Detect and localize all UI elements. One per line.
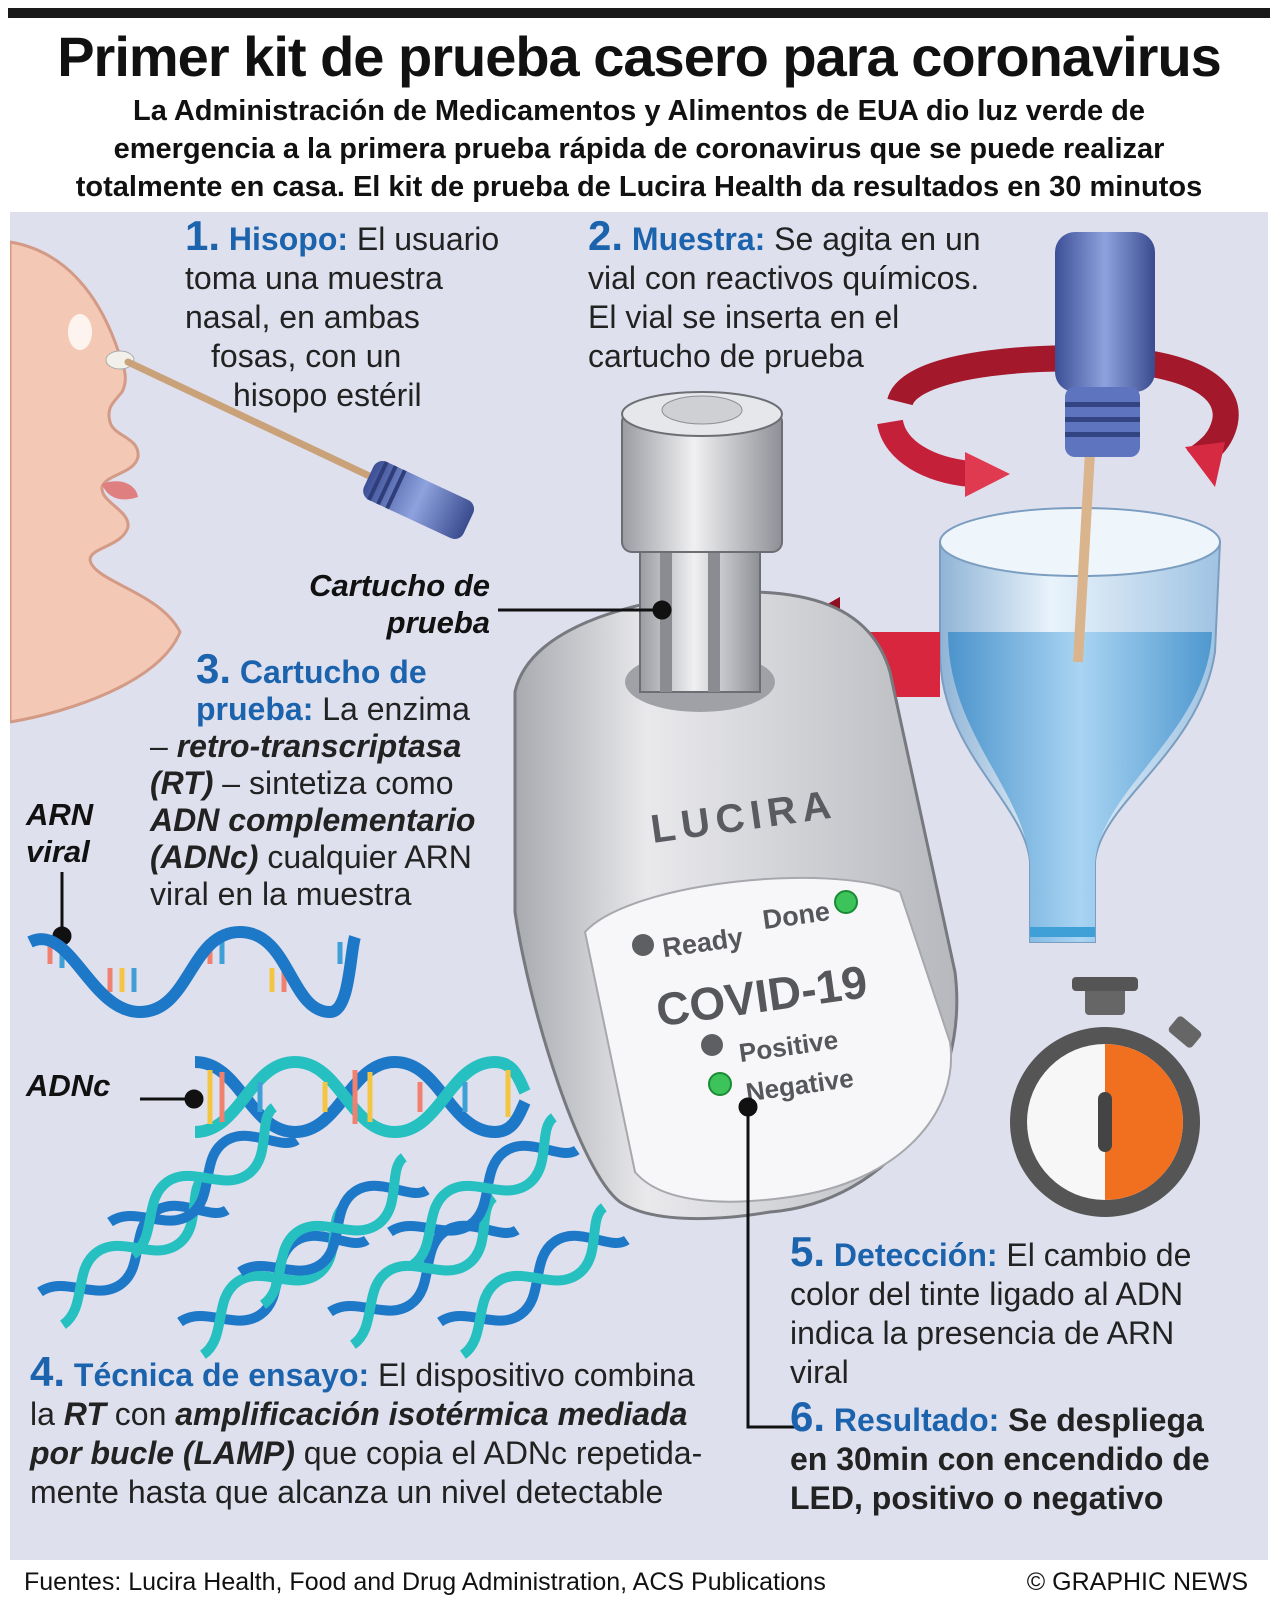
- subtitle-line-2: emergencia a la primera prueba rápida de…: [113, 133, 1165, 165]
- step-3-heading-1: Cartucho de: [239, 654, 427, 690]
- cdna-double-helix: [194, 1055, 531, 1139]
- step-3-text-6: ADN complementario: [150, 802, 476, 838]
- step-3-text-9: viral en la muestra: [150, 876, 412, 912]
- step-5-line-4: viral: [790, 1354, 849, 1390]
- step-4-text-7: que copia el ADNc repetida-: [294, 1435, 703, 1471]
- step-3-text-8: cualquier ARN: [258, 839, 472, 875]
- rotation-arrow-icon: [877, 345, 1239, 497]
- sources-footer: Fuentes: Lucira Health, Food and Drug Ad…: [24, 1568, 826, 1596]
- step-4-assay: 4. Técnica de ensayo: El dispositivo com…: [30, 1351, 703, 1512]
- negative-led: [708, 1072, 732, 1096]
- positive-led: [701, 1034, 723, 1056]
- step-5-line-1: El cambio de: [1006, 1237, 1192, 1273]
- step-3-text-3: retro-transcriptasa: [176, 728, 462, 764]
- ready-led: [632, 934, 654, 956]
- leader-lines: [52, 600, 800, 1429]
- nasal-swab: [105, 350, 475, 539]
- top-rule: [8, 8, 1270, 18]
- lucira-device: LUCIRA Ready Done COVID-19 Positive Nega…: [513, 391, 959, 1221]
- step-4-text-1: El dispositivo combina: [378, 1357, 695, 1393]
- step-4-text-5: amplificación isotérmica mediada: [175, 1396, 688, 1432]
- infographic-panel: LUCIRA Ready Done COVID-19 Positive Nega…: [10, 212, 1268, 1560]
- cartridge-label-line-2: prueba: [386, 605, 490, 640]
- page-title: Primer kit de prueba casero para coronav…: [57, 25, 1222, 88]
- arn-label-line-1: ARN: [26, 797, 94, 832]
- arn-viral-label: ARN viral: [26, 796, 93, 870]
- step-1-heading: Hisopo:: [228, 221, 349, 257]
- step-2-heading: Muestra:: [631, 221, 766, 257]
- step-6-line-3: LED, positivo o negativo: [790, 1480, 1164, 1516]
- graphic-news-credit: © GRAPHIC NEWS: [1026, 1568, 1248, 1596]
- step-4-text-4: con: [105, 1396, 176, 1432]
- step-3-text-1: La enzima: [322, 691, 470, 727]
- step-2-line-3: El vial se inserta en el: [588, 299, 900, 335]
- step-4-text-6: por bucle (LAMP): [30, 1435, 295, 1471]
- illustration: LUCIRA Ready Done COVID-19 Positive Nega…: [10, 232, 1239, 1429]
- step-1-line-5: hisopo estéril: [233, 377, 422, 413]
- step-2-sample: 2. Muestra: Se agita en un vial con reac…: [588, 215, 981, 376]
- step-3-heading-2: prueba:: [196, 691, 314, 727]
- step-3-text-2: –: [150, 728, 177, 764]
- step-5-line-2: color del tinte ligado al ADN: [790, 1276, 1184, 1312]
- face-profile: [10, 240, 182, 724]
- step-4-heading: Técnica de ensayo:: [73, 1357, 370, 1393]
- step-4-text-3: RT: [63, 1396, 106, 1432]
- step-5-heading: Detección:: [833, 1237, 998, 1273]
- subtitle: La Administración de Medicamentos y Alim…: [10, 92, 1268, 206]
- step-6-line-1: Se despliega: [1008, 1402, 1204, 1438]
- step-1-line-3: nasal, en ambas: [185, 299, 420, 335]
- step-1-line-2: toma una muestra: [185, 260, 443, 296]
- arn-label-line-2: viral: [26, 834, 90, 869]
- step-2-number: 2.: [588, 212, 624, 259]
- step-1-line-1: El usuario: [356, 221, 500, 257]
- step-3-text-5: – sintetiza como: [213, 765, 454, 801]
- step-5-detection: 5. Detección: El cambio de color del tin…: [790, 1231, 1192, 1392]
- subtitle-line-3: totalmente en casa. El kit de prueba de …: [75, 171, 1203, 203]
- cartridge-label-line-1: Cartucho de: [309, 568, 490, 603]
- step-3-text-7: (ADNc): [150, 839, 259, 875]
- step-3-cartridge: 3. Cartucho de prueba: La enzima – retro…: [150, 648, 476, 913]
- step-5-number: 5.: [790, 1228, 826, 1275]
- subtitle-line-1: La Administración de Medicamentos y Alim…: [133, 95, 1145, 127]
- step-1-number: 1.: [185, 212, 221, 259]
- step-5-line-3: indica la presencia de ARN: [790, 1315, 1175, 1351]
- step-1-line-4: fosas, con un: [211, 338, 402, 374]
- adnc-label: ADNc: [26, 1068, 111, 1103]
- step-6-heading: Resultado:: [833, 1402, 1000, 1438]
- step-3-number: 3.: [196, 645, 232, 692]
- cartridge-label: Cartucho de prueba: [260, 567, 490, 641]
- sample-vial: [939, 232, 1222, 943]
- viral-rna-strand: [27, 925, 361, 1019]
- stopwatch-icon: [1010, 977, 1202, 1217]
- step-2-line-1: Se agita en un: [774, 221, 981, 257]
- step-4-text-2: la: [30, 1396, 64, 1432]
- amplified-dna-copies: [37, 1103, 630, 1359]
- step-3-text-4: (RT): [150, 765, 214, 801]
- step-2-line-4: cartucho de prueba: [588, 338, 864, 374]
- step-6-result: 6. Resultado: Se despliega en 30min con …: [790, 1396, 1210, 1518]
- step-6-line-2: en 30min con encendido de: [790, 1441, 1210, 1477]
- step-1-swab: 1. Hisopo: El usuario toma una muestra n…: [185, 215, 500, 415]
- step-4-text-8: mente hasta que alcanza un nivel detecta…: [30, 1474, 664, 1510]
- step-6-number: 6.: [790, 1393, 826, 1440]
- step-4-number: 4.: [30, 1348, 66, 1395]
- done-led: [834, 890, 858, 914]
- step-2-line-2: vial con reactivos químicos.: [588, 260, 980, 296]
